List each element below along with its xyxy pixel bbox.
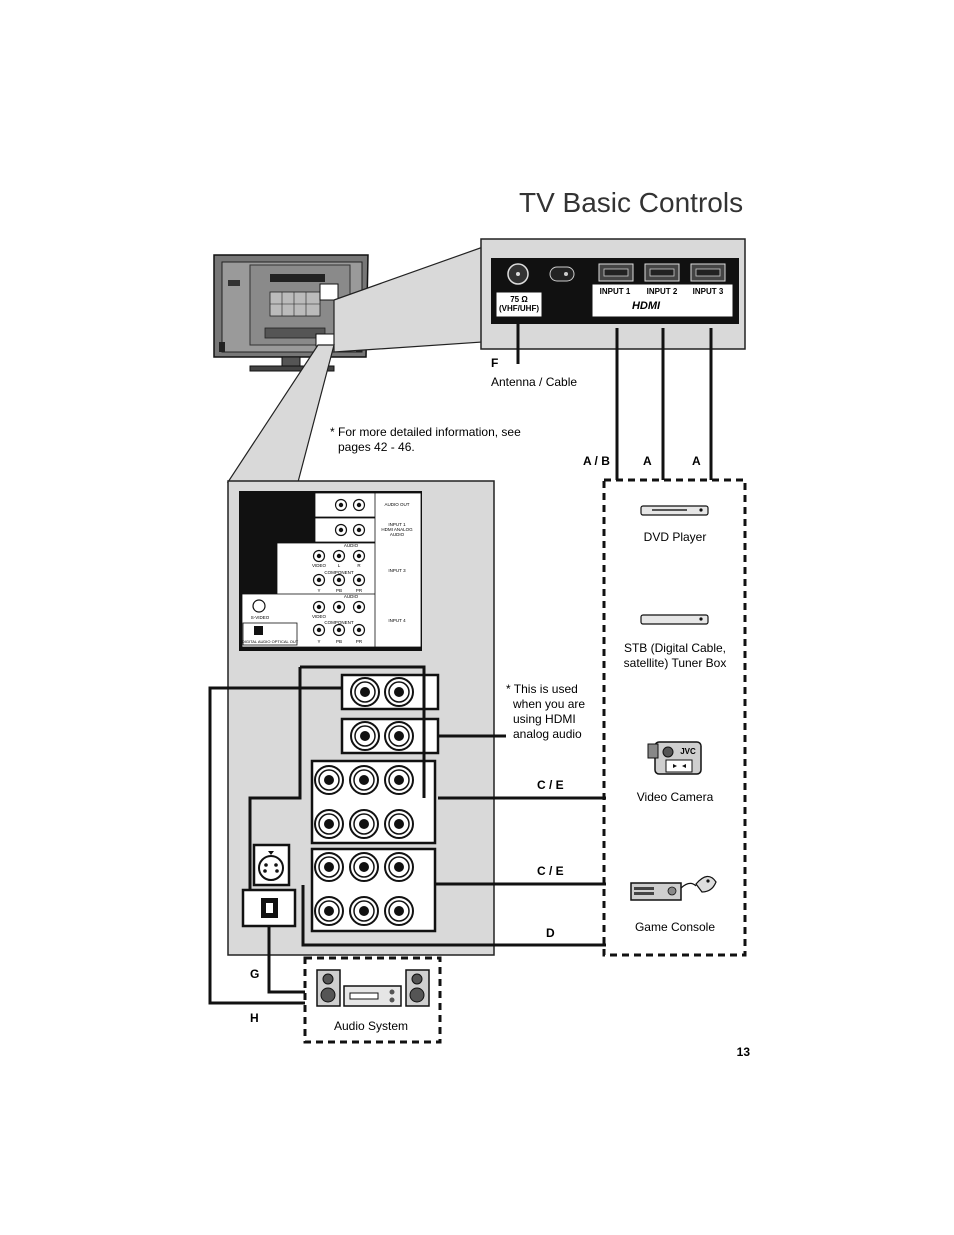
mini-s-video-icon — [252, 599, 266, 613]
mini-input3-label: INPUT 3 — [388, 568, 406, 573]
mini-audio-label-2: AUDIO — [344, 594, 359, 599]
mini-y-label-2: Y — [317, 639, 320, 644]
mini-input1-sub2: AUDIO — [390, 532, 405, 537]
label-a1: A — [643, 454, 652, 468]
mini-l-label-1: L — [338, 563, 341, 568]
hdmi-note-line1: * This is used — [506, 682, 578, 696]
label-ce-2: C / E — [537, 864, 564, 878]
label-g: G — [250, 967, 259, 981]
hdmi-note-line2: when you are — [512, 697, 585, 711]
stb-label-line2: satellite) Tuner Box — [624, 656, 727, 670]
label-ce-1: C / E — [537, 778, 564, 792]
mini-audio-out-label: AUDIO OUT — [384, 502, 409, 507]
video-camera-label: Video Camera — [637, 790, 714, 804]
mini-input1-label: INPUT 1 — [388, 522, 406, 527]
antenna-label: 75 Ω — [510, 295, 528, 304]
mini-s-video-label: S-VIDEO — [251, 615, 270, 620]
mini-video-label-1: VIDEO — [312, 563, 327, 568]
hdmi-input-3-label: INPUT 3 — [693, 287, 724, 296]
hdmi-input-2-label: INPUT 2 — [647, 287, 678, 296]
mini-r-label-1: R — [357, 563, 361, 568]
page-number: 13 — [737, 1045, 751, 1059]
mini-pr-label-1: PR — [356, 588, 363, 593]
top-cables — [516, 318, 713, 480]
side-terminal-panel: AUDIO OUT INPUT 1 HDMI ANALOG AUDIO AUDI… — [227, 480, 495, 956]
camera-brand-logo: JVC — [680, 747, 696, 756]
mini-audio-label-1: AUDIO — [344, 543, 359, 548]
detail-note-line2: pages 42 - 46. — [338, 440, 415, 454]
hdmi-note-line3: using HDMI — [513, 712, 576, 726]
stb-label-line1: STB (Digital Cable, — [624, 641, 726, 655]
page-title: TV Basic Controls — [519, 187, 743, 218]
antenna-cable-label: Antenna / Cable — [491, 375, 577, 389]
video-camera-icon: JVC — [647, 741, 702, 775]
mini-digital-out-label: DIGITAL AUDIO OPTICAL OUT — [242, 639, 299, 644]
game-console-label: Game Console — [635, 920, 715, 934]
s-video-icon — [258, 855, 284, 881]
label-ab: A / B — [583, 454, 610, 468]
antenna-label-sub: (VHF/UHF) — [499, 304, 539, 313]
label-h: H — [250, 1011, 259, 1025]
hdmi-input-1-label: INPUT 1 — [600, 287, 631, 296]
dvd-player-icon — [640, 505, 709, 516]
dvd-player-label: DVD Player — [644, 530, 707, 544]
audio-system-label: Audio System — [334, 1019, 408, 1033]
mini-optical-icon — [254, 626, 263, 635]
hdmi-note-line4: analog audio — [513, 727, 582, 741]
side-cables — [208, 665, 606, 1005]
mini-pr-label-2: PR — [356, 639, 363, 644]
label-f: F — [491, 356, 498, 370]
detail-note-line1: * For more detailed information, see — [330, 425, 521, 439]
mini-video-label-2: VIDEO — [312, 614, 327, 619]
top-terminal-panel: 75 Ω (VHF/UHF) INPUT 1 INPUT 2 INPUT 3 H… — [480, 238, 746, 350]
mini-component-label-1: COMPONENT — [324, 570, 354, 575]
audio-system-icon — [316, 969, 430, 1007]
hdmi-logo: HDMI — [632, 300, 661, 312]
mini-pb-label-2: PB — [336, 639, 342, 644]
label-d: D — [546, 926, 555, 940]
audio-system-box — [303, 956, 442, 1044]
mini-y-label-1: Y — [317, 588, 320, 593]
game-console-icon — [630, 875, 717, 901]
mini-component-label-2: COMPONENT — [324, 620, 354, 625]
mini-input1-sub: HDMI ANALOG — [381, 527, 413, 532]
label-a2: A — [692, 454, 701, 468]
mini-input4-label: INPUT 4 — [388, 618, 406, 623]
mini-terminal-panel: AUDIO OUT INPUT 1 HDMI ANALOG AUDIO AUDI… — [239, 491, 422, 651]
stb-icon — [640, 614, 709, 625]
mini-pb-label-1: PB — [336, 588, 342, 593]
devices-box — [602, 478, 747, 957]
